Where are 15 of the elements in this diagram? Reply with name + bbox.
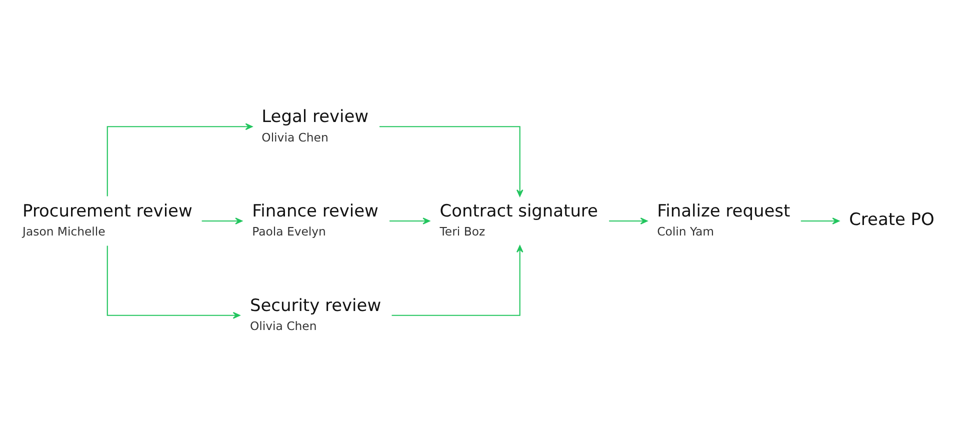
node-text: Security review Olivia Chen (250, 294, 382, 333)
node-text: Contract signature Teri Boz (440, 200, 598, 238)
arrow (609, 217, 648, 224)
arrow (392, 244, 524, 316)
node-text: Create PO (849, 208, 934, 229)
arrow (106, 245, 240, 318)
arrow (800, 217, 840, 224)
node-text: Finalize request Colin Yam (657, 200, 790, 238)
arrow (106, 122, 253, 196)
node-text: Procurement review Jason Michelle (22, 200, 192, 238)
node-text: Finance review Paola Evelyn (252, 200, 378, 238)
node-text: Legal review Olivia Chen (262, 106, 369, 144)
arrow (202, 217, 242, 224)
arrow (390, 217, 430, 224)
arrow (379, 126, 524, 196)
